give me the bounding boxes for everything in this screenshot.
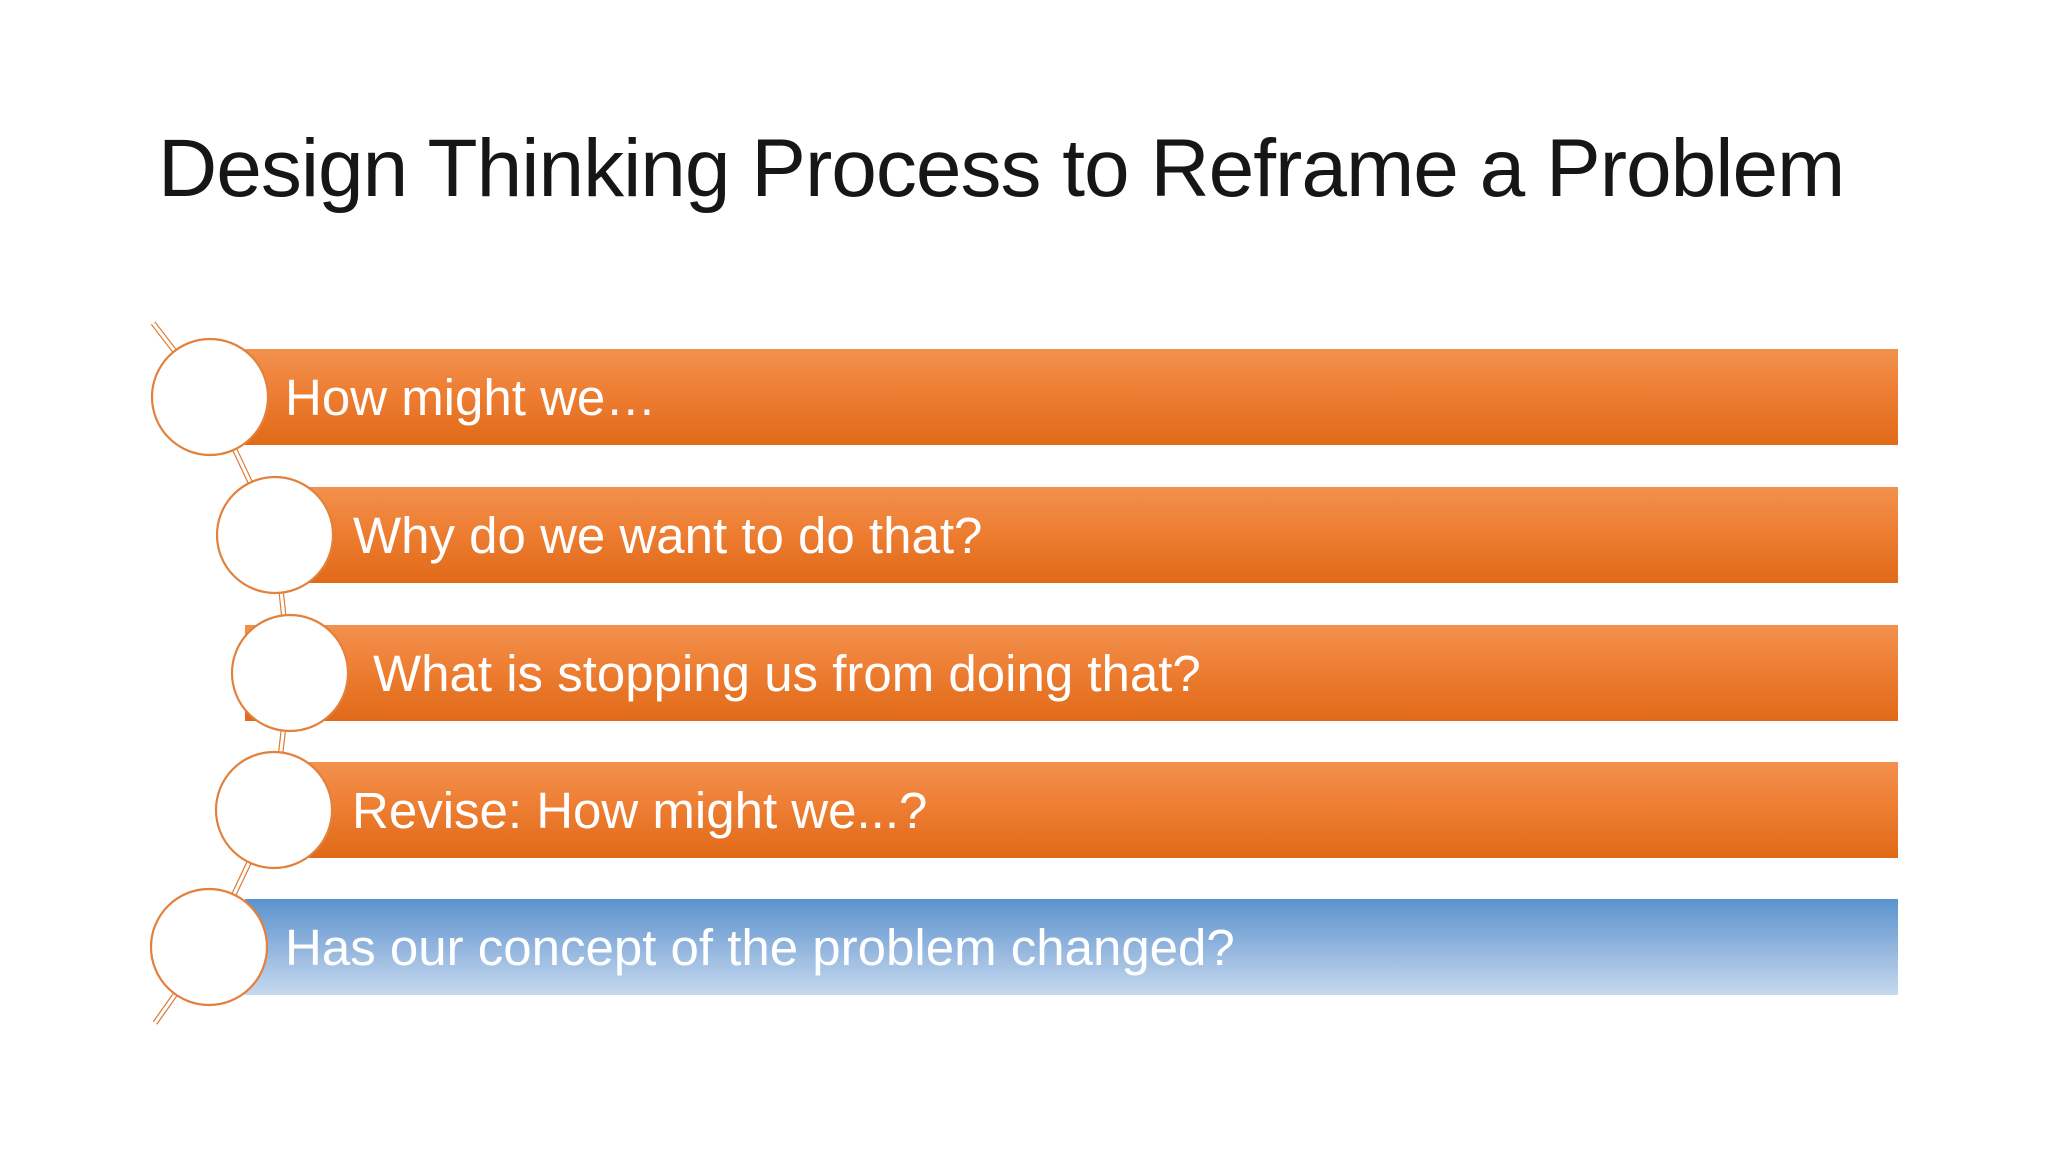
step-1-label: How might we… bbox=[285, 368, 657, 426]
process-step-bar-2: Why do we want to do that? bbox=[245, 487, 1898, 583]
process-step-bar-1: How might we… bbox=[245, 349, 1898, 445]
slide-title: Design Thinking Process to Reframe a Pro… bbox=[158, 123, 1845, 214]
process-step-bar-3: What is stopping us from doing that? bbox=[245, 625, 1898, 721]
process-step-bar-5: Has our concept of the problem changed? bbox=[245, 899, 1898, 995]
step-5-label: Has our concept of the problem changed? bbox=[285, 918, 1235, 976]
process-step-bar-4: Revise: How might we...? bbox=[245, 762, 1898, 858]
step-3-label: What is stopping us from doing that? bbox=[373, 644, 1201, 702]
step-4-label: Revise: How might we...? bbox=[352, 781, 928, 839]
step-2-label: Why do we want to do that? bbox=[353, 506, 983, 564]
